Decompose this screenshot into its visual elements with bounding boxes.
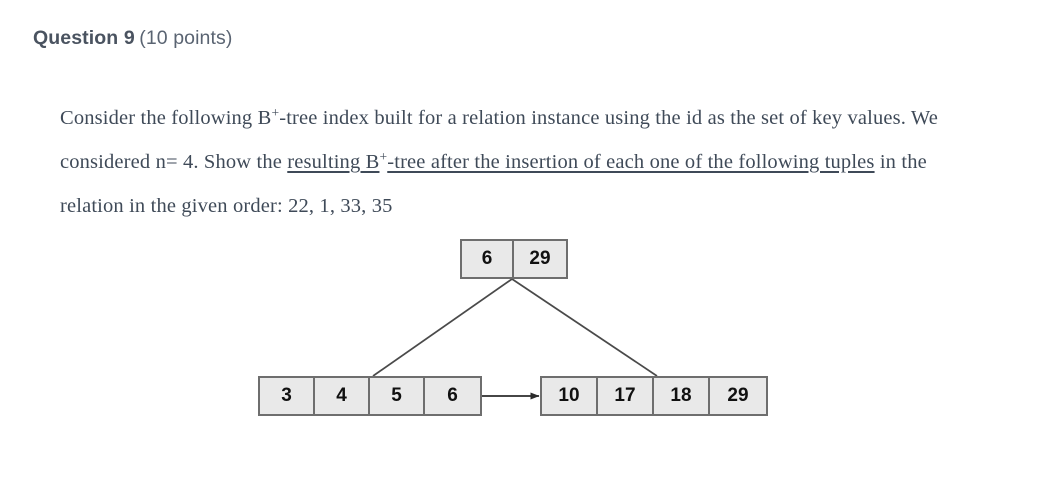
left-leaf-key-cell-0: 3: [260, 378, 315, 414]
root-key-cell-1: 29: [514, 241, 566, 277]
btree-leaf-node-left: 3 4 5 6: [258, 376, 482, 416]
right-leaf-key-cell-0: 10: [542, 378, 598, 414]
root-key-cell-0: 6: [462, 241, 514, 277]
question-prompt: Consider the following B+-tree index bui…: [60, 96, 960, 228]
page-title: Question 9: [33, 27, 135, 49]
right-leaf-key-cell-2: 18: [654, 378, 710, 414]
prompt-underlined-part-2: -tree after the insertion of each one of…: [387, 151, 875, 173]
left-leaf-key-cell-1: 4: [315, 378, 370, 414]
question-header: Question 9 (10 points): [33, 27, 233, 49]
edge-root-to-right-leaf: [511, 278, 658, 377]
prompt-segment-2: -tree index built for a relation instanc…: [60, 107, 939, 173]
prompt-segment-3: in the relation in the given order: 22, …: [60, 151, 927, 217]
edge-root-to-left-leaf: [372, 278, 513, 377]
question-points: (10 points): [139, 27, 233, 49]
btree-leaf-node-right: 10 17 18 29: [540, 376, 768, 416]
right-leaf-key-cell-3: 29: [710, 378, 766, 414]
prompt-superscript-plus-1: +: [271, 104, 280, 120]
btree-root-node: 6 29: [460, 239, 568, 279]
right-leaf-key-cell-1: 17: [598, 378, 654, 414]
prompt-superscript-plus-2: +: [379, 148, 388, 164]
left-leaf-key-cell-3: 6: [425, 378, 480, 414]
prompt-underlined-part-1: resulting B: [287, 151, 380, 173]
prompt-segment-1: Consider the following B: [60, 107, 272, 129]
left-leaf-key-cell-2: 5: [370, 378, 425, 414]
